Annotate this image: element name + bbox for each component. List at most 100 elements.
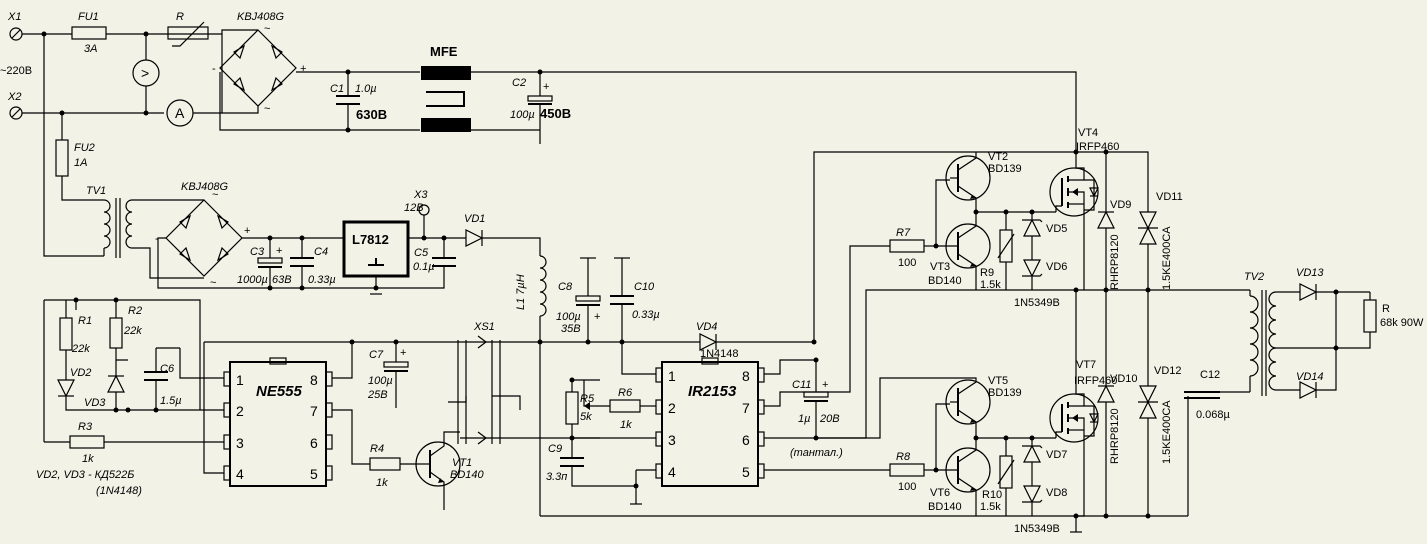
label-vt3-type: BD140 — [928, 275, 962, 287]
label-fu1: FU1 — [78, 11, 99, 23]
label-r-load-val: 68k 90W — [1380, 317, 1424, 329]
svg-text:~: ~ — [212, 189, 218, 201]
bridge-kbj408g-2: ~ ~ - + — [155, 189, 250, 289]
svg-text:+: + — [300, 63, 306, 75]
label-bridge2: KBJ408G — [181, 181, 229, 193]
label-r10-val: 1.5k — [980, 501, 1001, 513]
bridge-kbj408g-1: ~ ~ - + — [212, 23, 306, 115]
label-r7-val: 100 — [898, 257, 916, 269]
label-mains: ~220В — [0, 65, 32, 77]
label-vd6: VD6 — [1046, 261, 1067, 273]
top-half-bridge: R7 100 VT2 BD139 VT3 BD140 R9 1.5k VD5 V… — [889, 127, 1183, 309]
label-r4-val: 1k — [376, 477, 388, 489]
label-vd8: VD8 — [1046, 487, 1067, 499]
label-c6: C6 — [160, 363, 175, 375]
label-vt2: VT2 — [988, 151, 1008, 163]
driver-section: C8 100µ + 35В C10 0.33µ VD4 1N4148 R5 5k… — [540, 151, 1250, 517]
label-c3: C3 — [250, 246, 265, 258]
svg-text:8: 8 — [310, 372, 318, 388]
svg-text:~: ~ — [264, 103, 270, 115]
label-vt1: VT1 — [452, 457, 472, 469]
label-c11-v: 20В — [819, 413, 840, 425]
label-c1-val: 1.0µ — [355, 83, 377, 95]
svg-text:+: + — [594, 311, 600, 323]
connector-xs1 — [448, 335, 521, 445]
svg-text:2: 2 — [668, 400, 676, 416]
label-vd11: VD11 — [1156, 191, 1183, 203]
terminal-x3 — [418, 204, 430, 216]
label-c7-v: 25В — [367, 389, 388, 401]
label-r: R — [176, 11, 184, 23]
svg-text:~: ~ — [210, 277, 216, 289]
label-r2-val: 22k — [123, 325, 142, 337]
label-vt5-type: BD139 — [988, 387, 1022, 399]
svg-text:+: + — [244, 225, 250, 237]
transistor-vt5 — [816, 377, 991, 439]
svg-text:4: 4 — [236, 466, 244, 482]
label-x1: X1 — [7, 11, 21, 23]
ammeter-symbol: A — [175, 105, 185, 121]
label-c10: C10 — [634, 281, 655, 293]
label-vd4: VD4 — [696, 321, 717, 333]
label-r4: R4 — [370, 443, 384, 455]
label-c8: C8 — [558, 281, 573, 293]
label-x3-val: 12В — [404, 202, 424, 214]
label-fu2-val: 1А — [74, 157, 87, 169]
label-r10: R10 — [982, 489, 1002, 501]
label-fu1-val: 3А — [84, 43, 97, 55]
ir2153-pins: 1 2 3 4 8 7 6 5 — [655, 367, 765, 480]
label-c1: C1 — [330, 83, 344, 95]
svg-text:5: 5 — [742, 464, 750, 480]
svg-text:-: - — [155, 233, 159, 245]
label-r5: R5 — [580, 393, 595, 405]
svg-text:3: 3 — [236, 435, 244, 451]
label-c8-v: 35В — [561, 323, 581, 335]
label-vt4: VT4 — [1078, 127, 1098, 139]
label-r9: R9 — [980, 267, 994, 279]
ic-ne555 — [229, 361, 327, 487]
label-vd5: VD5 — [1046, 223, 1067, 235]
label-c7: C7 — [369, 349, 384, 361]
svg-text:5: 5 — [310, 466, 318, 482]
label-r2: R2 — [128, 305, 142, 317]
label-ir2153: IR2153 — [688, 383, 737, 400]
label-vd4-type: 1N4148 — [700, 348, 739, 360]
supply-section: TV1 ~ ~ - + KBJ408G C3 + 1000µ 63В C4 0.… — [86, 181, 547, 516]
label-vd14: VD14 — [1296, 371, 1324, 383]
label-zener-bottom: 1N5349B — [1014, 523, 1060, 535]
label-vd11-type: 1.5KE400CA — [1161, 226, 1173, 290]
label-c12-val: 0.068µ — [1196, 409, 1231, 421]
transistor-vt6 — [936, 438, 991, 516]
label-vt4-type: IRFP460 — [1076, 141, 1119, 153]
label-c11: C11 — [792, 379, 811, 391]
mosfet-vt4 — [1049, 160, 1099, 217]
label-vt1-type: BD140 — [450, 469, 485, 481]
svg-text:6: 6 — [310, 435, 318, 451]
label-c4: C4 — [314, 246, 328, 258]
label-c1-v: 630В — [356, 107, 387, 122]
label-c11-val: 1µ — [798, 413, 810, 425]
label-note-1: VD2, VD3 - КД522Б — [36, 469, 134, 481]
label-c5-val: 0.1µ — [413, 261, 435, 273]
label-vd10: VD10 — [1110, 373, 1138, 385]
transistor-vt1 — [415, 434, 461, 510]
label-xs1: XS1 — [473, 321, 495, 333]
svg-text:+: + — [276, 245, 282, 257]
label-r1-val: 22k — [71, 343, 90, 355]
svg-text:2: 2 — [236, 403, 244, 419]
label-c3-val: 1000µ — [237, 274, 268, 286]
svg-text:+: + — [400, 347, 406, 359]
svg-text:1: 1 — [668, 368, 676, 384]
label-x3: X3 — [413, 189, 428, 201]
label-c2-val: 100µ — [510, 109, 535, 121]
svg-text:7: 7 — [310, 403, 318, 419]
label-vt7: VT7 — [1076, 359, 1096, 371]
label-ne555: NE555 — [256, 383, 303, 400]
label-vd9: VD9 — [1110, 199, 1131, 211]
svg-text:~: ~ — [264, 23, 270, 35]
label-fu2: FU2 — [74, 142, 95, 154]
label-c2-v: 450В — [540, 106, 571, 121]
timer-section: R1 22k VD2 R2 22k VD3 C6 1.5µ R3 1k VD2,… — [36, 297, 600, 510]
label-vd7: VD7 — [1046, 449, 1067, 461]
label-vt2-type: BD139 — [988, 163, 1022, 175]
